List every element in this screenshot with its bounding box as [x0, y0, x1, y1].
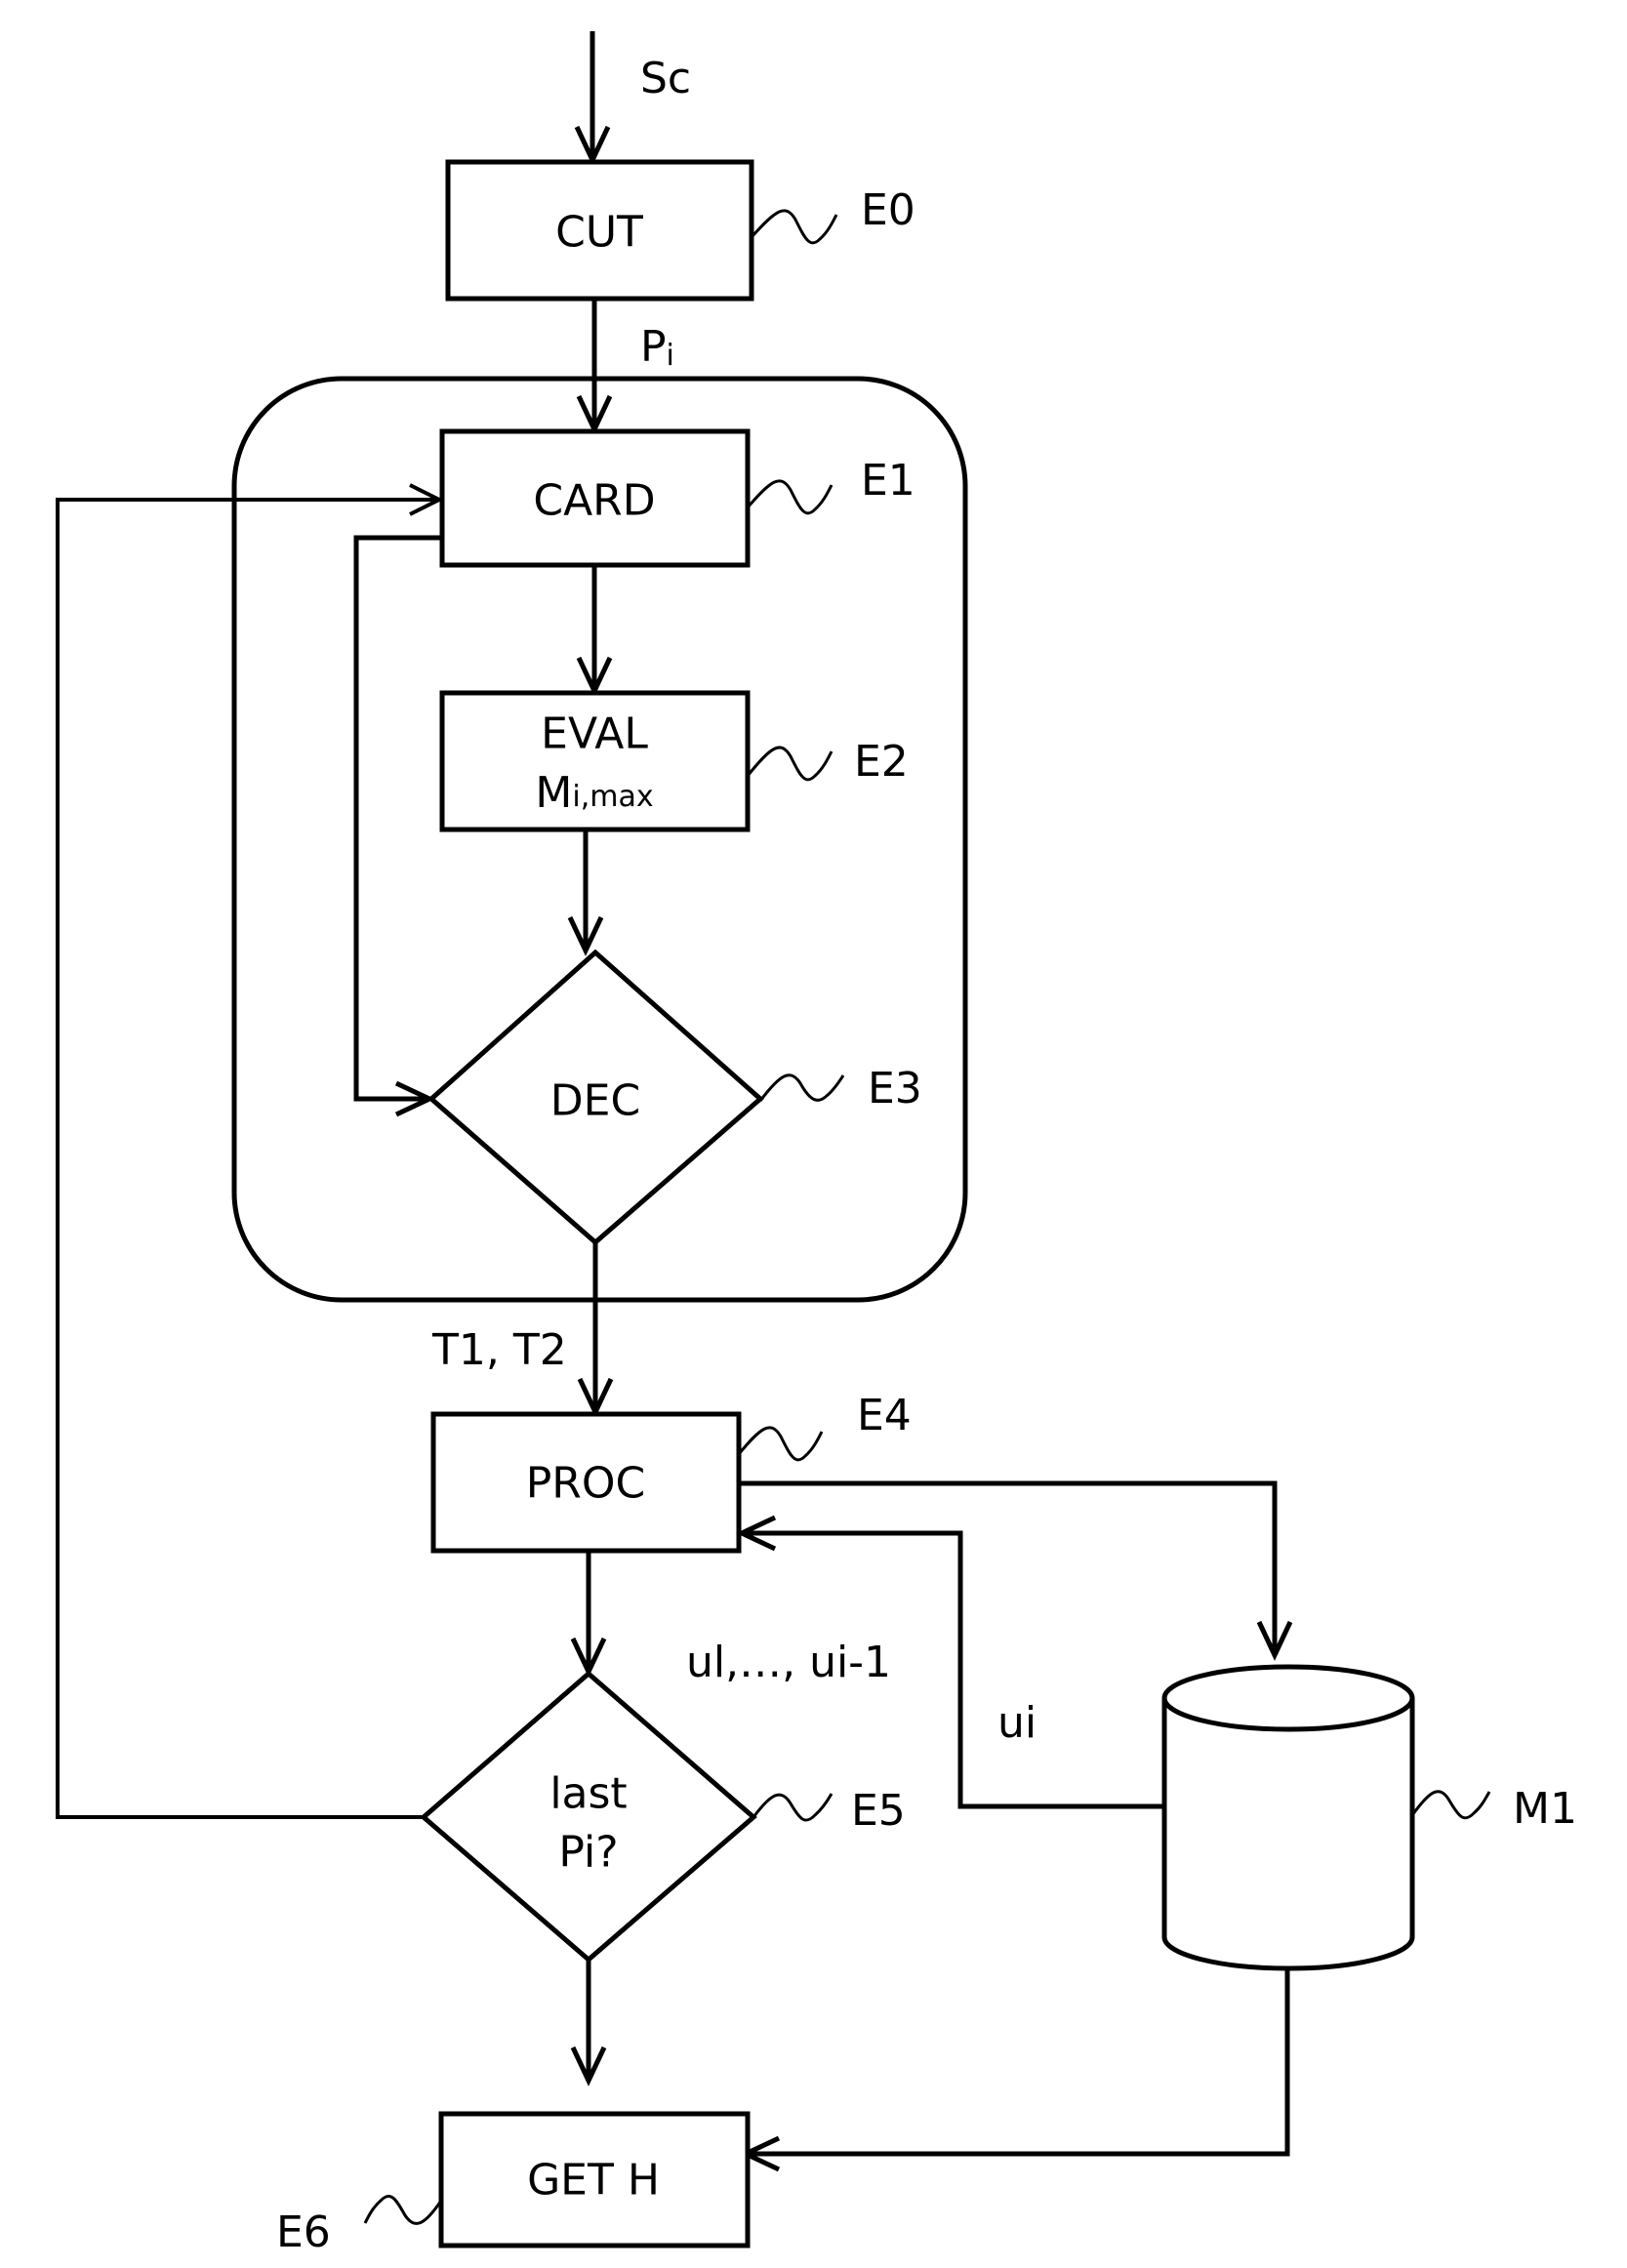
- squiggle-e3-icon: [758, 1073, 845, 1102]
- arrow-eval-to-dec: [567, 830, 604, 956]
- step-cut-box: [445, 159, 754, 302]
- arrow-memory-to-proc: [736, 1515, 1164, 1809]
- step-geth-label: GET H: [527, 2156, 660, 2206]
- step-id-e1: E1: [861, 456, 915, 506]
- step-dec-label: DEC: [550, 1076, 640, 1126]
- label-t1-t2: T1, T2: [431, 1325, 567, 1375]
- squiggle-e2-icon: [746, 746, 834, 782]
- squiggle-e0-icon: [750, 209, 838, 245]
- label-pi: Pi: [640, 322, 674, 373]
- arrow-proc-to-decision: [570, 1551, 607, 1678]
- step-id-e6: E6: [276, 2207, 331, 2257]
- step-card-label: CARD: [533, 476, 655, 526]
- step-cut-label: CUT: [555, 208, 643, 258]
- step-id-e5: E5: [851, 1786, 906, 1836]
- step-eval-sublabel: Mi,max: [535, 768, 653, 818]
- label-sc: Sc: [640, 54, 691, 103]
- step-id-e2: E2: [854, 737, 909, 787]
- step-id-e3: E3: [868, 1064, 922, 1114]
- loop-container: [231, 376, 968, 1303]
- label-ui: ui: [997, 1698, 1037, 1748]
- label-u-list: ul,…, ui-1: [686, 1638, 891, 1687]
- arrow-decision-to-geth: [570, 1960, 607, 2086]
- squiggle-e4-icon: [737, 1426, 824, 1462]
- memory-id-m1: M1: [1513, 1784, 1577, 1834]
- arrow-sc-to-cut: [574, 31, 611, 166]
- step-last-pi-line1: last: [549, 1769, 627, 1819]
- step-geth-box-visible: [438, 2111, 751, 2248]
- squiggle-e5-icon: [752, 1793, 834, 1822]
- arrow-card-to-dec-loop: [353, 535, 442, 1117]
- arrow-dec-to-proc: [577, 1242, 614, 1418]
- memory-m1-cylinder: [1161, 1664, 1415, 1971]
- step-id-e4: E4: [857, 1391, 912, 1440]
- step-eval-box: [439, 690, 751, 832]
- arrow-cut-to-card: [576, 299, 613, 435]
- step-card-box: [439, 428, 751, 568]
- step-id-e0: E0: [861, 185, 915, 235]
- arrow-card-to-eval: [576, 565, 613, 697]
- squiggle-m1-icon: [1410, 1790, 1491, 1820]
- squiggle-e1-icon: [746, 479, 834, 515]
- step-proc-label: PROC: [526, 1459, 645, 1509]
- squiggle-e6-icon: [363, 2195, 443, 2225]
- step-eval-label: EVAL: [541, 709, 648, 759]
- step-last-pi-line2: Pi?: [558, 1828, 618, 1878]
- arrow-decision-to-card-loop: [56, 483, 444, 1819]
- step-proc-box: [430, 1411, 742, 1554]
- arrow-proc-to-memory: [739, 1480, 1293, 1661]
- arrow-memory-to-geth: [740, 1968, 1290, 2172]
